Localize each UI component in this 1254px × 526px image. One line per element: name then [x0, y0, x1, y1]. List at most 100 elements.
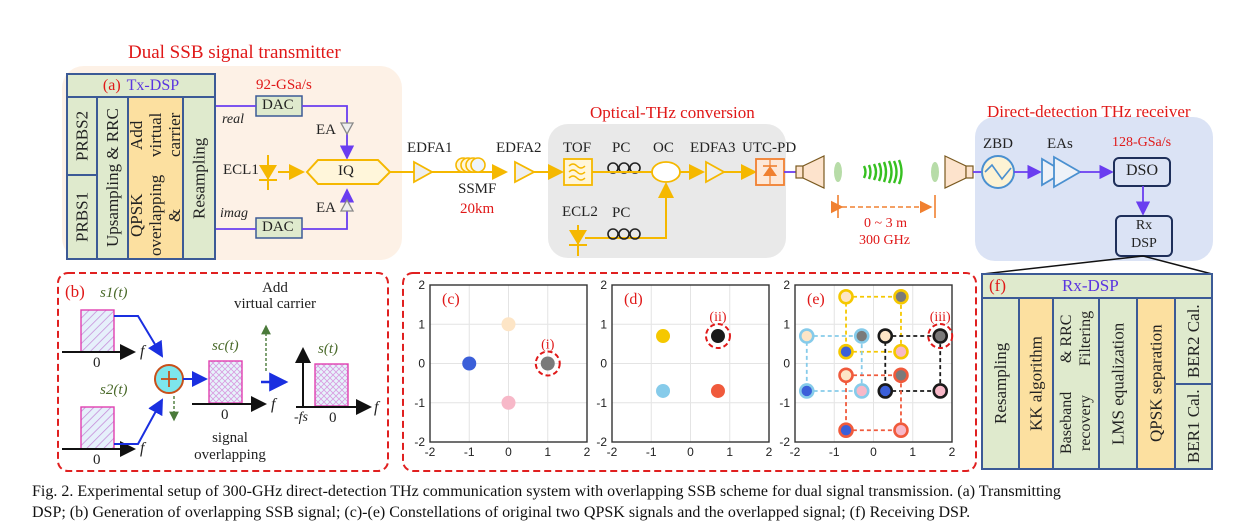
edfa3-label: EDFA3: [690, 140, 736, 156]
edfa2-icon: [514, 160, 536, 184]
ecl1-laser-icon: [259, 155, 277, 190]
zero-2: 0: [93, 452, 101, 468]
constellation-point: [877, 383, 894, 399]
x-tick-label: -2: [607, 445, 618, 459]
tx-horn-antenna-icon: [795, 155, 825, 189]
s-label: s(t): [318, 341, 338, 357]
y-tick-label: -1: [779, 396, 790, 410]
y-tick-label: 0: [783, 357, 790, 371]
optical-thz-title: Optical-THz conversion: [590, 103, 755, 122]
plot-title: (d): [624, 291, 643, 308]
rx-block-resampling: Resampling: [981, 297, 1020, 470]
s1-spectrum: [80, 309, 115, 353]
constellation-point: [798, 383, 815, 399]
edfa1-label: EDFA1: [407, 140, 453, 156]
constellation-point: [798, 328, 815, 344]
constellation-point: [932, 383, 949, 399]
cluster-outline: [845, 295, 902, 353]
y-tick-label: -2: [596, 435, 607, 449]
rx-dsp-header: (f) Rx-DSP: [981, 273, 1213, 299]
x-tick-label: -2: [790, 445, 801, 459]
constellation-point: [501, 395, 516, 410]
axis-f-2: f: [140, 440, 145, 457]
x-tick-label: 0: [505, 445, 512, 459]
plot-frame: [611, 284, 770, 443]
imag-label: imag: [220, 206, 248, 221]
highlight-ring: [927, 323, 954, 350]
ea-bottom-label: EA: [316, 200, 336, 216]
sc-spectrum: [208, 360, 243, 404]
dac-top-label: DAC: [262, 97, 294, 113]
x-tick-label: 1: [909, 445, 916, 459]
constellation-point: [462, 356, 477, 371]
x-tick-label: -1: [829, 445, 840, 459]
y-tick-label: 1: [418, 317, 425, 331]
constellation-point: [838, 367, 854, 384]
constellation-point: [656, 383, 671, 398]
thz-wave-icon: [862, 159, 903, 185]
x-tick-label: -1: [646, 445, 657, 459]
panel-b-graphic: [62, 309, 372, 457]
y-tick-label: 1: [783, 317, 790, 331]
sc-label: sc(t): [212, 338, 239, 354]
rx-block-kk: KK algorithm: [1018, 297, 1054, 470]
cluster-outline: [884, 335, 942, 392]
y-tick-label: -1: [414, 396, 425, 410]
ssmf-label: SSMF: [458, 181, 497, 197]
pc-top-label: PC: [612, 140, 631, 156]
y-tick-label: 2: [418, 278, 425, 292]
eas-label: EAs: [1047, 136, 1073, 152]
real-label: real: [222, 112, 245, 127]
tx-block-prbs1: PRBS1: [66, 174, 98, 260]
tx-block-resampling: Resampling: [182, 96, 216, 260]
rx-block-qpsk-separation: QPSK separation: [1136, 297, 1176, 470]
pc-bottom-label: PC: [612, 205, 631, 221]
highlight-ring: [534, 350, 561, 377]
x-tick-label: 0: [870, 445, 877, 459]
rx-block-ber1: BER1 Cal.: [1174, 383, 1213, 470]
constellation-point: [877, 328, 894, 344]
receiver-title: Direct-detection THz receiver: [987, 102, 1191, 121]
constellation-point: [838, 343, 854, 360]
panel-cde-frame: [402, 272, 977, 472]
plot-title: (c): [442, 291, 460, 308]
panel-f-label: (f): [989, 276, 1006, 295]
tx-dsp-header: (a) Tx-DSP: [66, 73, 216, 98]
panel-a-label: (a): [102, 76, 121, 94]
y-tick-label: 0: [418, 357, 425, 371]
s2-label: s2(t): [100, 382, 128, 398]
tx-dsp-title: Tx-DSP: [126, 76, 180, 94]
s2-spectrum: [80, 406, 115, 450]
tof-label: TOF: [563, 140, 592, 156]
rx-sample-rate: 128-GSa/s: [1112, 135, 1172, 150]
oc-coupler-icon: [651, 161, 681, 183]
x-tick-label: 2: [949, 445, 956, 459]
figure-caption: Fig. 2. Experimental setup of 300-GHz di…: [32, 481, 1242, 523]
tx-lens-icon: [834, 162, 842, 182]
dso-label: DSO: [1126, 162, 1159, 179]
dso-box: [1113, 157, 1171, 187]
zero-4: 0: [329, 410, 337, 426]
x-tick-label: 0: [687, 445, 694, 459]
plot-title: (e): [807, 291, 825, 308]
constellation-point: [838, 288, 854, 305]
dac-bottom-box: [255, 217, 303, 239]
tx-block-qpsk-overlapping: QPSK overlapping &Add virtual carrier: [127, 96, 184, 260]
axis-f-3: f: [271, 396, 276, 413]
tx-block-upsampling: Upsampling & RRC: [96, 96, 129, 260]
edfa2-label: EDFA2: [496, 140, 542, 156]
neg-fs-label: -fs: [294, 410, 308, 425]
distance-label: 0 ~ 3 m: [864, 216, 907, 231]
constellation-point: [893, 367, 909, 384]
rx-horn-antenna-icon: [944, 155, 974, 189]
ea-bottom-icon: [339, 198, 355, 212]
ecl2-label: ECL2: [562, 204, 598, 220]
pc-bottom-icon: [607, 228, 641, 240]
constellation-point: [893, 343, 909, 360]
cluster-outline: [845, 374, 902, 432]
